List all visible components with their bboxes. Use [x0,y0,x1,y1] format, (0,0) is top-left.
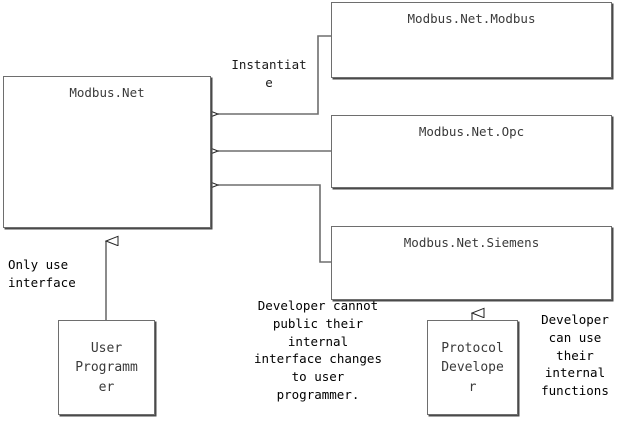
node-modbus-net-opc-label: Modbus.Net.Opc [418,124,525,139]
node-modbus-net-siemens-label: Modbus.Net.Siemens [403,235,540,250]
node-modbus-net-label: Modbus.Net [69,85,145,100]
node-protocol-developer-label: Protocol Develope r [441,340,504,395]
node-modbus-net-siemens[interactable]: Modbus.Net.Siemens [331,226,612,300]
connector-siemens-to-core [218,185,331,263]
node-user-programmer-label: User Programm er [75,340,138,395]
edge-label-only-use-interface: Only use interface [8,257,76,290]
node-user-programmer[interactable]: User Programm er [58,320,155,415]
node-modbus-net[interactable]: Modbus.Net [3,76,211,228]
edge-label-instantiate: Instantiat e [231,57,307,90]
node-protocol-developer[interactable]: Protocol Develope r [427,320,518,415]
node-modbus-net-modbus-label: Modbus.Net.Modbus [407,11,536,26]
note-developer-can-use-internal: Developer can use their internal functio… [541,312,609,398]
node-modbus-net-opc[interactable]: Modbus.Net.Opc [331,115,612,188]
node-modbus-net-modbus[interactable]: Modbus.Net.Modbus [331,2,612,78]
note-developer-cannot-publish: Developer cannot public their internal i… [254,298,382,402]
